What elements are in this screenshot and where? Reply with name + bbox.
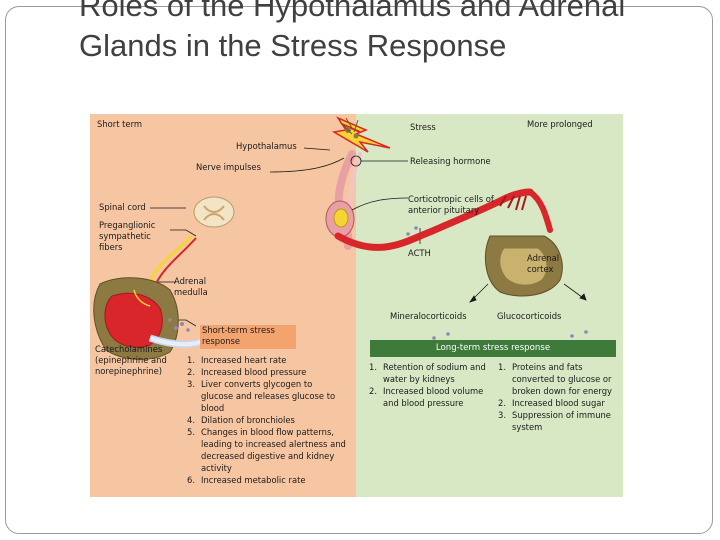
- effect-item: 2. Increased blood volume and blood press…: [369, 385, 491, 409]
- effect-text: Proteins and fats converted to glucose o…: [512, 362, 612, 396]
- label-catecholamines: Catecholamines (epinephrine and norepine…: [95, 344, 167, 376]
- catecholamine-dots: [168, 318, 190, 332]
- long-term-panel: [356, 114, 623, 497]
- label-adrenal-medulla: Adrenal medulla: [174, 276, 208, 297]
- corticoid-release-arrows: [469, 283, 587, 303]
- effect-number: 2.: [498, 398, 506, 408]
- effect-text: Suppression of immune system: [512, 410, 611, 432]
- label-acth: ACTH: [408, 248, 431, 258]
- effect-text: Increased blood sugar: [512, 398, 605, 408]
- label-glucocorticoids: Glucocorticoids: [497, 311, 562, 321]
- glucocorticoid-effects-list: 1. Proteins and fats converted to glucose…: [498, 361, 620, 433]
- effect-item: 4. Dilation of bronchioles: [187, 414, 347, 426]
- effect-text: Changes in blood flow patterns, leading …: [201, 427, 346, 473]
- effect-number: 1.: [498, 362, 506, 372]
- stress-response-figure: Short term More prolonged Stress Hypotha…: [90, 114, 623, 497]
- short-term-effects-list: 1. Increased heart rate 2. Increased blood …: [187, 354, 347, 486]
- acth-blood-vessel: [334, 188, 553, 251]
- effect-number: 2.: [369, 386, 377, 396]
- hormone-dots: [406, 226, 588, 340]
- label-nerve-impulses: Nerve impulses: [196, 162, 261, 172]
- label-preganglionic-fibers: Preganglionic sympathetic fibers: [99, 220, 156, 252]
- label-stress: Stress: [410, 122, 436, 132]
- effect-text: Increased blood pressure: [201, 367, 307, 377]
- effect-number: 2.: [187, 367, 195, 377]
- effect-text: Increased heart rate: [201, 355, 287, 365]
- label-short-term: Short term: [97, 119, 143, 129]
- effect-item: 2. Increased blood pressure: [187, 366, 347, 378]
- label-mineralocorticoids: Mineralocorticoids: [390, 311, 467, 321]
- effect-text: Liver converts glycogen to glucose and r…: [201, 379, 336, 413]
- label-releasing-hormone: Releasing hormone: [410, 156, 491, 166]
- effect-item: 3. Suppression of immune system: [498, 409, 620, 433]
- effect-number: 6.: [187, 475, 195, 485]
- label-adrenal-cortex: Adrenal cortex: [527, 253, 560, 274]
- label-corticotropic-cells: Corticotropic cells of anterior pituitar…: [408, 194, 494, 215]
- short-term-response-heading: Short-term stress response: [200, 325, 296, 349]
- effect-item: 1. Proteins and fats converted to glucose…: [498, 361, 620, 397]
- effect-text: Increased metabolic rate: [201, 475, 306, 485]
- short-term-heading-text: Short-term stress response: [202, 325, 275, 346]
- diagram-art: [93, 116, 588, 360]
- label-hypothalamus: Hypothalamus: [236, 141, 297, 151]
- long-term-response-heading: Long-term stress response: [370, 340, 616, 357]
- label-spinal-cord: Spinal cord: [99, 202, 146, 212]
- effect-number: 3.: [498, 410, 506, 420]
- effect-number: 1.: [369, 362, 377, 372]
- effect-number: 1.: [187, 355, 195, 365]
- effect-text: Dilation of bronchioles: [201, 415, 295, 425]
- adrenal-cortex-icon: [484, 235, 563, 297]
- effect-item: 3. Liver converts glycogen to glucose and…: [187, 378, 347, 414]
- slide-frame: [5, 6, 713, 534]
- effect-number: 3.: [187, 379, 195, 389]
- effect-item: 2. Increased blood sugar: [498, 397, 620, 409]
- stress-lightning-icon: [331, 116, 391, 153]
- effect-text: Increased blood volume and blood pressur…: [383, 386, 484, 408]
- slide-title: Roles of the Hypothalamus and Adrenal Gl…: [79, 0, 626, 63]
- effect-item: 6. Increased metabolic rate: [187, 474, 347, 486]
- effect-number: 4.: [187, 415, 195, 425]
- label-more-prolonged: More prolonged: [527, 119, 593, 129]
- mineralocorticoid-effects-list: 1. Retention of sodium and water by kidne…: [369, 361, 491, 409]
- spinal-cord-icon: [193, 196, 235, 228]
- effect-text: Retention of sodium and water by kidneys: [383, 362, 486, 384]
- effect-number: 5.: [187, 427, 195, 437]
- effect-item: 5. Changes in blood flow patterns, leadin…: [187, 426, 347, 474]
- effect-item: 1. Retention of sodium and water by kidne…: [369, 361, 491, 385]
- effect-item: 1. Increased heart rate: [187, 354, 347, 366]
- pituitary-gland-shape: [325, 200, 355, 238]
- neuron-icon: [339, 117, 359, 139]
